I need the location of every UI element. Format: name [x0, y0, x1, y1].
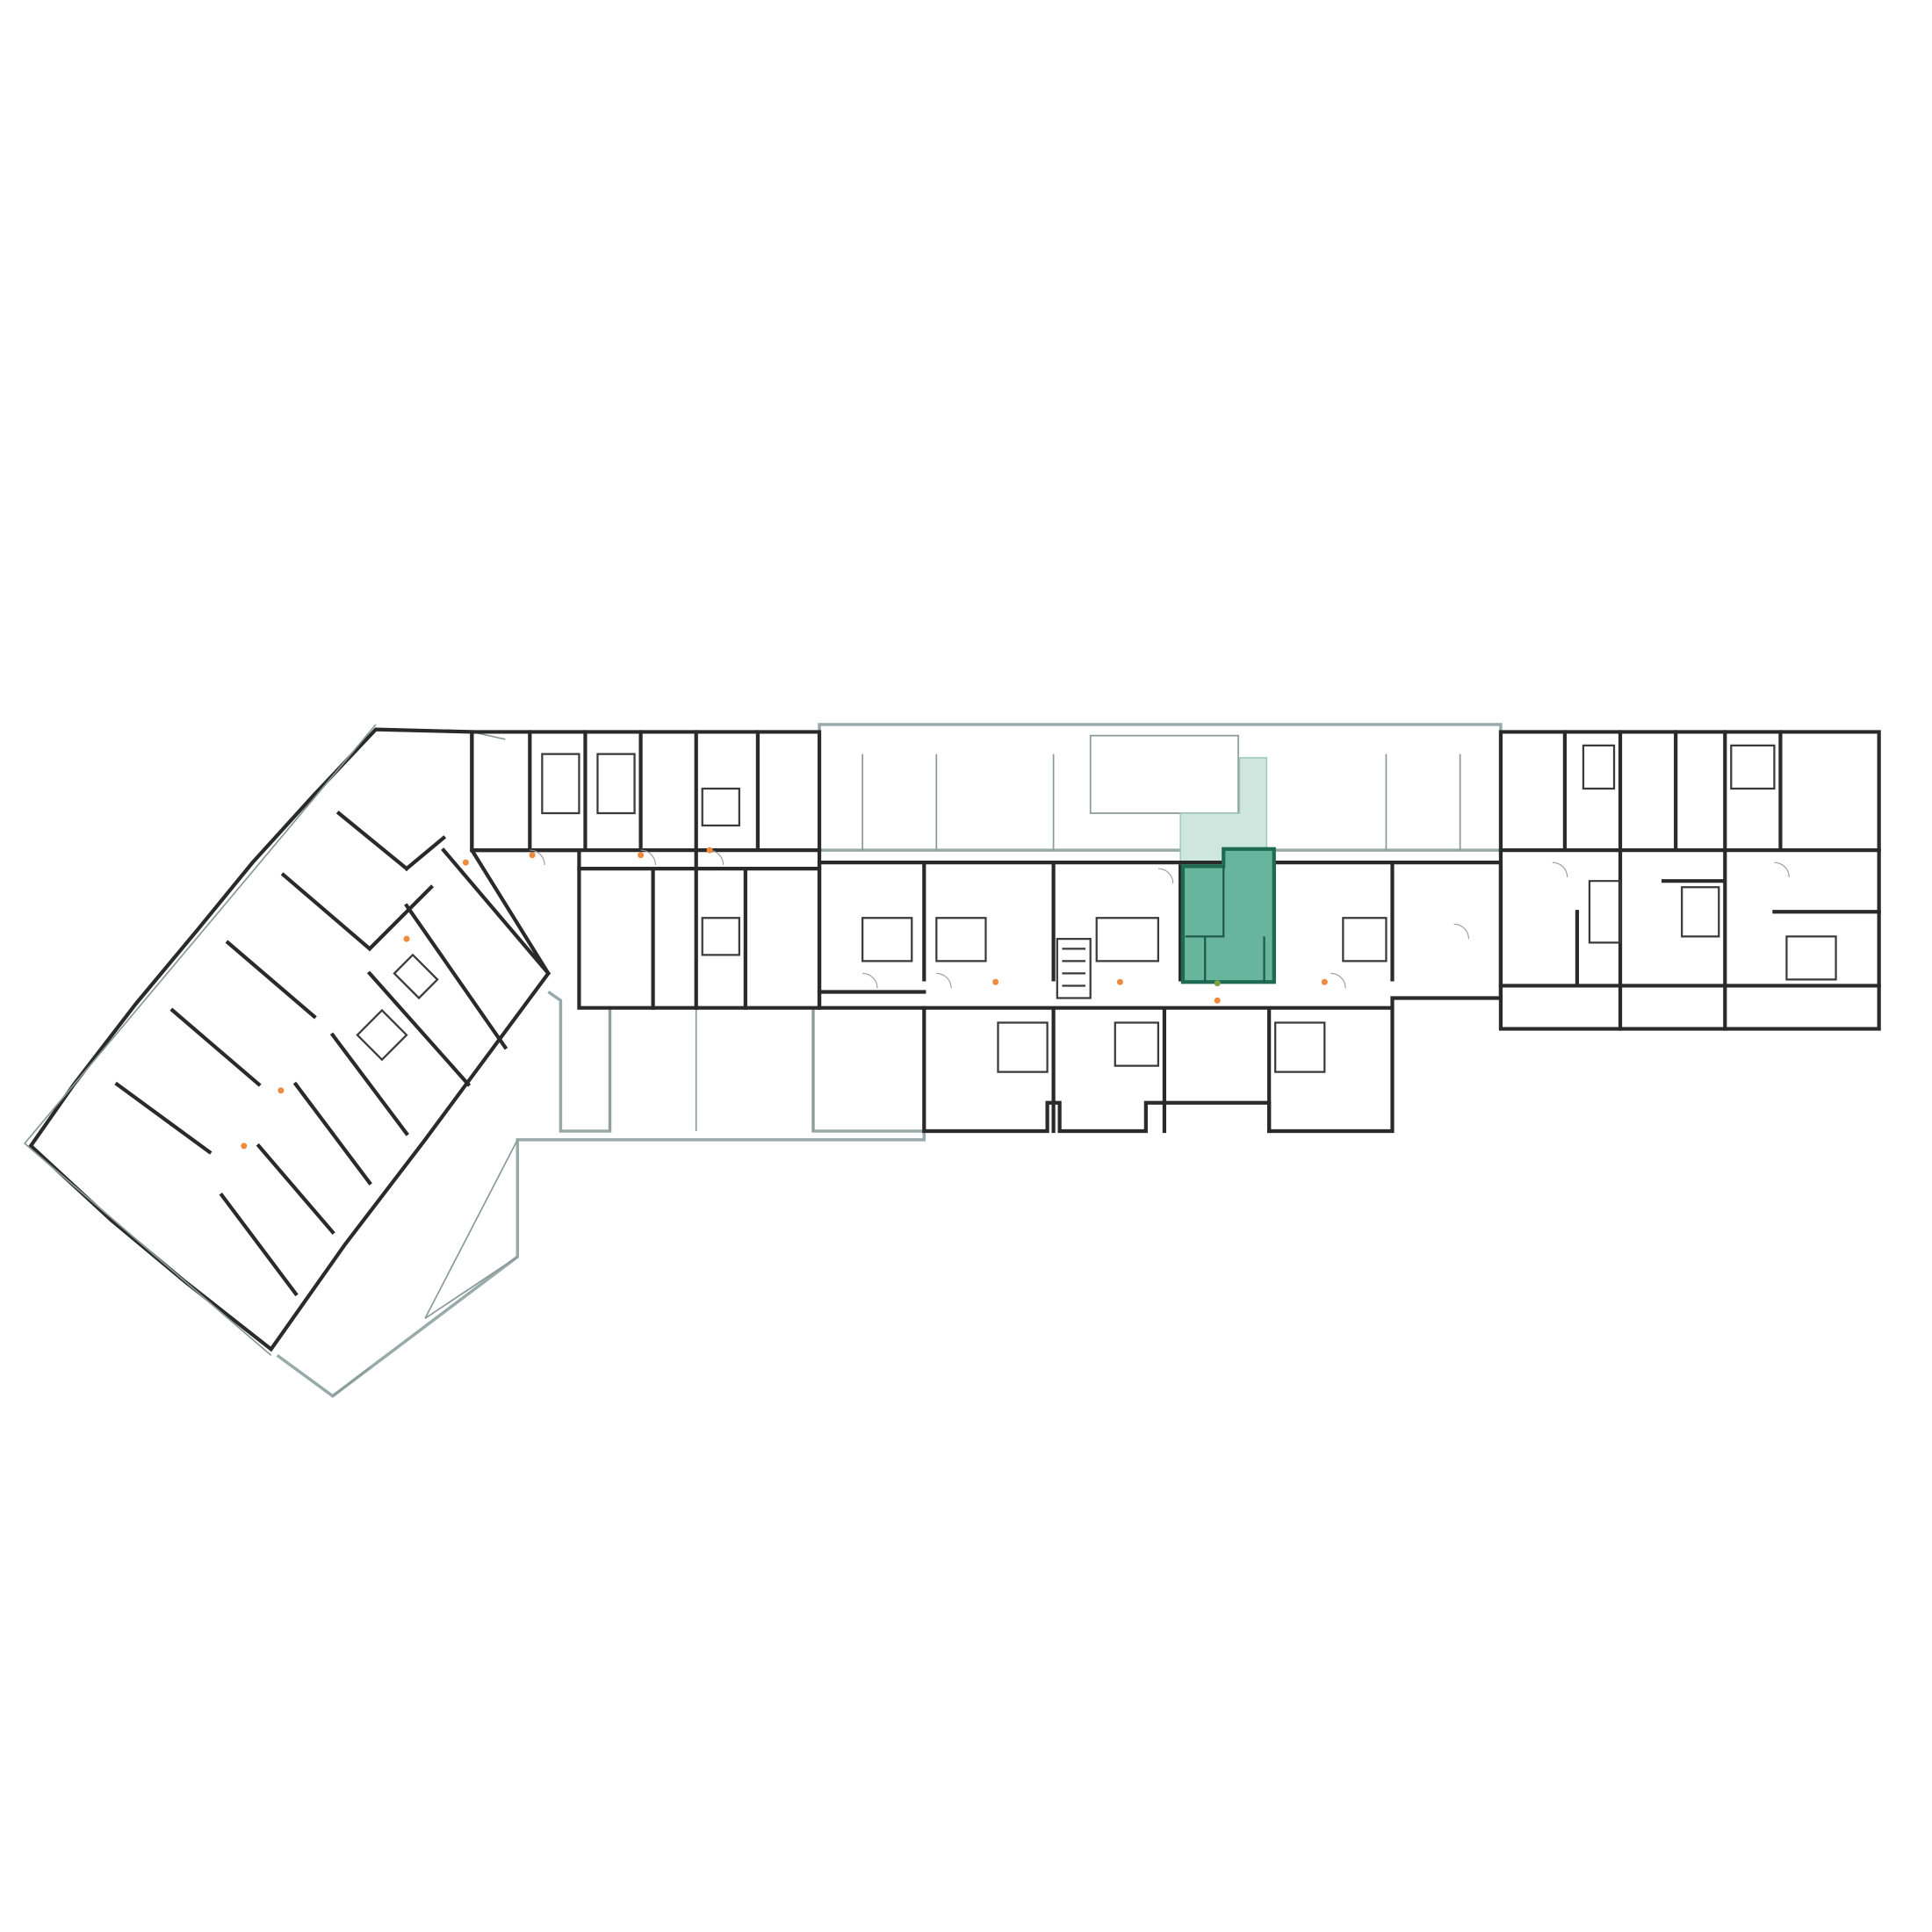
entry-markers	[241, 847, 1328, 1150]
selected-unit[interactable]	[1180, 847, 1276, 984]
west-wing	[23, 724, 551, 1357]
northwest-block	[470, 730, 822, 1010]
terrace-outlines	[276, 723, 1503, 1398]
east-block	[1498, 730, 1881, 1031]
door-swings	[530, 849, 1790, 989]
central-block	[817, 861, 1503, 1134]
selected-unit-interior-walls	[1185, 866, 1265, 983]
